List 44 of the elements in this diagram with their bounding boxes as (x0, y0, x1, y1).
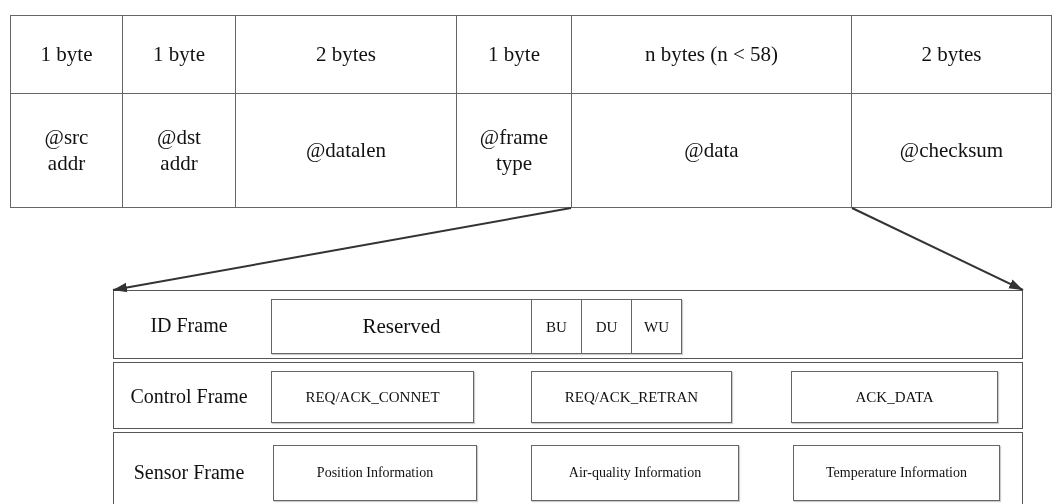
cell-text: @src addr (43, 125, 90, 176)
cell-text: 2 bytes (315, 41, 377, 68)
field-box (273, 445, 477, 501)
field-label: REQ/ACK_RETRAN (564, 388, 699, 406)
field-box (271, 299, 532, 354)
arrow (112, 207, 572, 293)
cell-text: @datalen (306, 137, 386, 164)
field-label: Reserved (362, 313, 441, 340)
cell-text: @data (684, 137, 739, 164)
field-label: WU (644, 317, 669, 336)
frame-label: Control Frame (129, 383, 249, 408)
field-label: ACK_DATA (855, 388, 934, 406)
frame-label: ID Frame (149, 312, 229, 337)
table-cell (10, 15, 123, 94)
field-label: BU (546, 317, 567, 336)
field-label: Temperature Information (826, 464, 967, 482)
table-cell (851, 15, 1052, 94)
field-label: Position Information (316, 464, 434, 482)
field-label: DU (595, 317, 618, 336)
frame-band (113, 432, 1023, 504)
cell-text: 1 byte (488, 41, 540, 68)
cell-text: 2 bytes (921, 41, 982, 68)
arrow (851, 207, 1024, 291)
field-box (631, 299, 682, 354)
field-box (581, 299, 632, 354)
frame-band (113, 290, 1023, 359)
field-box (531, 371, 732, 423)
field-box (531, 445, 739, 501)
field-box (271, 371, 474, 423)
cell-text: 1 byte (40, 41, 93, 68)
field-box (791, 371, 998, 423)
table-cell (10, 93, 123, 208)
cell-text: @dst addr (156, 125, 202, 176)
cell-text: n bytes (n < 58) (644, 41, 779, 68)
field-box (531, 299, 582, 354)
cell-text: @frame type (478, 125, 550, 176)
field-box (793, 445, 1000, 501)
cell-text: 1 byte (153, 41, 205, 68)
field-label: REQ/ACK_CONNET (305, 388, 440, 406)
cell-text: @checksum (899, 137, 1004, 164)
frame-band (113, 362, 1023, 429)
frame-label: Sensor Frame (132, 460, 246, 484)
table-cell (851, 93, 1052, 208)
field-label: Air-quality Information (568, 464, 702, 482)
